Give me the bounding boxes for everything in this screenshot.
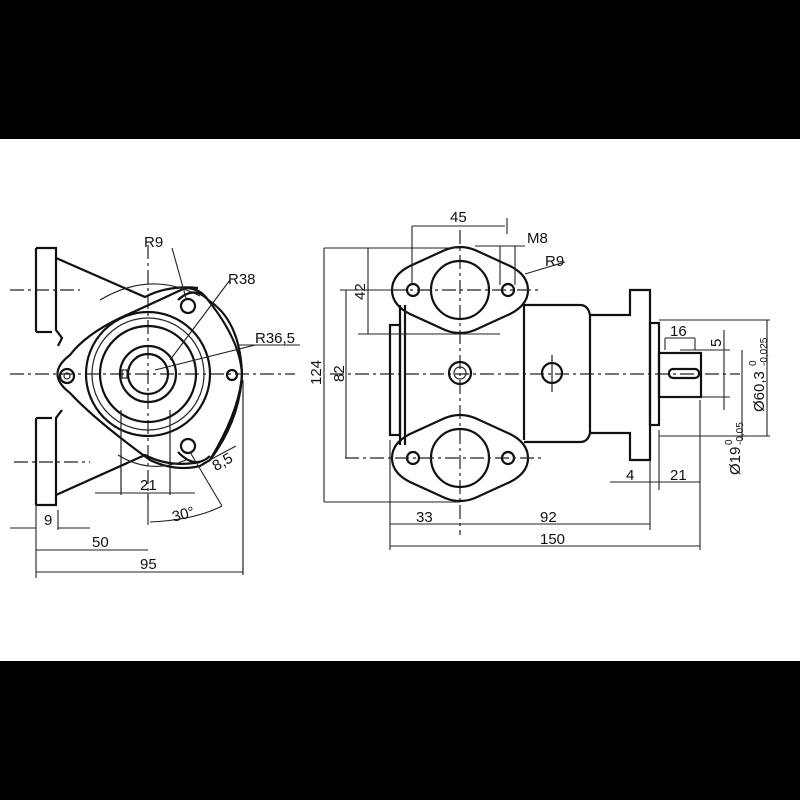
label-33: 33	[416, 509, 433, 526]
label-m8: M8	[527, 230, 548, 247]
label-150: 150	[540, 531, 565, 548]
end-cover	[388, 323, 402, 437]
outer-ring	[84, 310, 212, 438]
label-r9-side: R9	[545, 253, 564, 270]
svg-text:0: 0	[724, 439, 735, 445]
hub-ring	[118, 344, 178, 404]
top-black-bar	[0, 0, 800, 139]
label-r9-front: R9	[144, 234, 163, 251]
bolt-hole-left	[58, 367, 76, 385]
label-21-front: 21	[140, 477, 157, 494]
upper-port-flange	[36, 246, 64, 347]
svg-text:Ø19: Ø19	[727, 447, 744, 475]
label-95: 95	[140, 556, 157, 573]
svg-text:-0,025: -0,025	[759, 337, 770, 366]
bottom-black-bar	[0, 661, 800, 800]
bolt-hole-right	[225, 368, 239, 382]
front-view: R9 R38 R36,5 8,5 21 30° 9 50 95	[10, 234, 300, 578]
shaft	[657, 351, 703, 399]
bolt-hole-bottom	[179, 437, 197, 455]
label-50: 50	[92, 534, 109, 551]
label-16: 16	[670, 323, 687, 340]
bolt-hole-top	[179, 297, 197, 315]
center-plug	[447, 360, 473, 386]
label-124: 124	[308, 360, 325, 385]
label-r38: R38	[228, 271, 256, 288]
svg-text:-0,05: -0,05	[735, 422, 746, 445]
svg-text:Ø60,3: Ø60,3	[751, 371, 768, 412]
label-9: 9	[44, 512, 52, 529]
label-42: 42	[352, 283, 369, 300]
side-view: 45 M8 R9 124 82 42 33 92 150 4 21 16 5 Ø…	[308, 209, 770, 550]
shaft-diameter-label: Ø19 0 -0,05	[724, 422, 746, 475]
label-21-side: 21	[670, 467, 687, 484]
shaft-bore	[126, 352, 170, 396]
label-45: 45	[450, 209, 467, 226]
label-r36-5: R36,5	[255, 330, 295, 347]
label-92: 92	[540, 509, 557, 526]
label-4: 4	[626, 467, 634, 484]
label-82: 82	[331, 365, 348, 382]
shaft-keyway	[667, 367, 701, 380]
lower-port-flange	[36, 409, 63, 507]
label-30-deg: 30°	[170, 503, 196, 525]
svg-text:0: 0	[748, 360, 759, 366]
label-5: 5	[708, 339, 725, 347]
spigot-diameter-label: Ø60,3 0 -0,025	[748, 337, 770, 412]
